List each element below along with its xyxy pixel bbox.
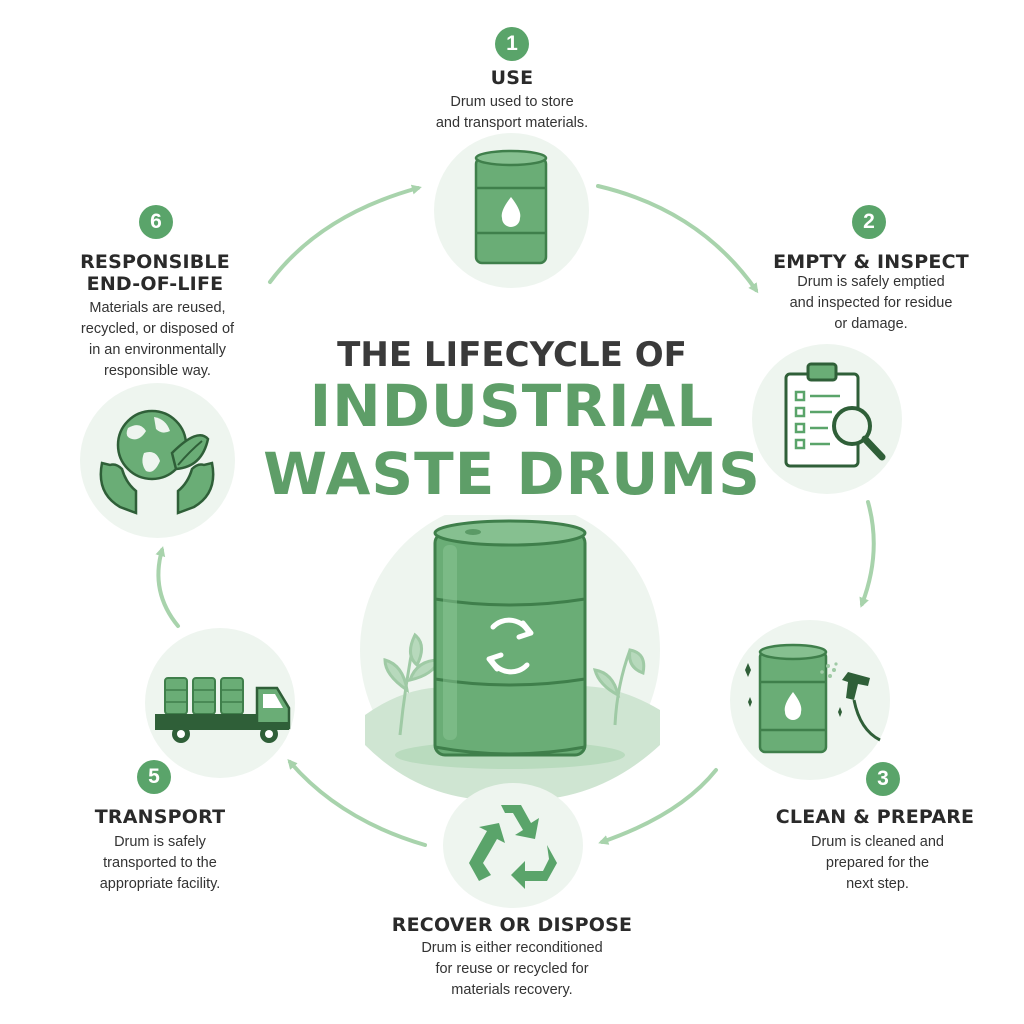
step-1-description: Drum used to store and transport materia… [435, 94, 589, 131]
plant-right-icon [592, 648, 646, 726]
diagram-title-line-2: INDUSTRIAL [309, 372, 715, 440]
recycle-arrows-icon [469, 805, 557, 889]
step-1-icon-circle [434, 133, 589, 288]
arrow-1-to-2 [596, 184, 759, 294]
step-5-icon-circle [145, 628, 295, 778]
step-5-description: Drum is safely transported to the approp… [99, 834, 221, 892]
step-2-icon-circle [752, 344, 902, 494]
central-drum-illustration [360, 515, 660, 801]
step-2-number-badge: 2 [852, 205, 886, 239]
step-3-title: CLEAN & PREPARE [775, 806, 975, 828]
step-3-description: Drum is cleaned and prepared for the nex… [811, 834, 944, 892]
clipboard-magnifier-icon [784, 362, 886, 468]
arrow-3-to-4 [598, 768, 718, 845]
step-6-number-badge: 6 [139, 205, 173, 239]
arrow-5-to-6 [155, 546, 180, 628]
diagram-title-line-3: WASTE DRUMS [263, 440, 761, 508]
step-5-title: TRANSPORT [94, 806, 226, 828]
globe-hands-leaf-icon [99, 409, 215, 515]
step-6-title: RESPONSIBLE END-OF-LIFE [80, 251, 230, 295]
arrow-6-to-1 [268, 184, 422, 284]
drum-spray-nozzle-icon [745, 643, 881, 754]
step-6-icon-circle [80, 383, 235, 538]
step-1-number-badge: 1 [495, 27, 529, 61]
arrow-2-to-3 [859, 500, 876, 608]
step-3-icon-circle [730, 620, 890, 780]
step-2-description: Drum is safely emptied and inspected for… [789, 274, 953, 332]
step-5-number-badge: 5 [137, 760, 171, 794]
step-4-icon-circle [443, 783, 583, 908]
arrow-4-to-5 [287, 758, 427, 847]
recycle-symbol-icon [486, 617, 534, 675]
flatbed-truck-icon [155, 677, 291, 743]
step-4-title: RECOVER OR DISPOSE [391, 914, 633, 936]
diagram-title-line-1: THE LIFECYCLE OF [337, 335, 687, 375]
step-3-number-badge: 3 [866, 762, 900, 796]
oil-drum-icon [474, 149, 548, 265]
step-4-description: Drum is either reconditioned for reuse o… [421, 940, 603, 998]
step-1-title: USE [490, 67, 534, 89]
step-2-title: EMPTY & INSPECT [773, 251, 969, 273]
step-6-description: Materials are reused, recycled, or dispo… [80, 300, 235, 379]
